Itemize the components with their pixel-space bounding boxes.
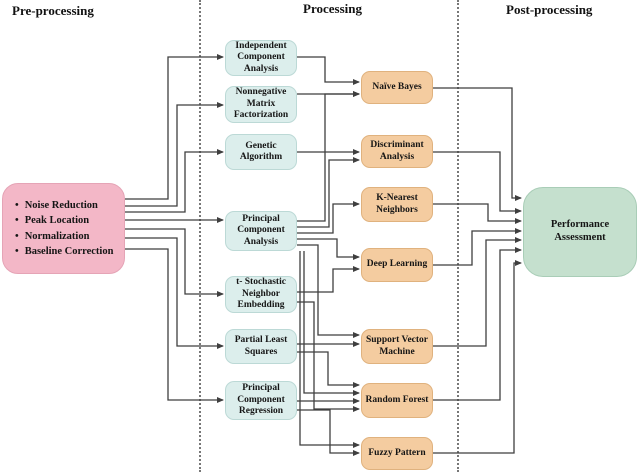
- edge-svm-pa: [433, 237, 522, 347]
- edge-pre-ga: [125, 149, 224, 213]
- edge-ica-nb: [297, 56, 360, 85]
- node-label: Partial Least Squares: [234, 335, 288, 357]
- node-genetic-algorithm: Genetic Algorithm: [225, 134, 297, 170]
- edge-dl-pa: [433, 228, 522, 266]
- edge-tsne-dl: [297, 266, 360, 293]
- edge-pre-pcr: [125, 248, 224, 403]
- node-t-stochastic-neighbor-embedding: t- Stochastic Neighbor Embedding: [225, 276, 297, 313]
- edge-pre-nmf: [125, 102, 224, 207]
- edge-rf-pa: [433, 247, 522, 401]
- edge-tsne-rf: [297, 301, 360, 412]
- node-label: Nonnegative Matrix Factorization: [233, 87, 289, 121]
- node-partial-least-squares: Partial Least Squares: [225, 329, 297, 364]
- node-label: Principal Component Regression: [237, 383, 285, 417]
- edge-pca-knn: [297, 201, 360, 234]
- list-item: Normalization: [15, 229, 113, 244]
- node-fuzzy-pattern: Fuzzy Pattern: [361, 437, 433, 470]
- edge-nb-pa: [433, 87, 522, 201]
- edge-pca-fp: [299, 251, 360, 448]
- section-header-preprocessing: Pre-processing: [12, 3, 94, 18]
- node-label: Support Vector Machine: [365, 335, 429, 357]
- dotted-separator-right: [457, 0, 459, 472]
- edge-pre-ica: [125, 54, 224, 200]
- preprocessing-list: Noise Reduction Peak Location Normalizat…: [3, 198, 117, 259]
- node-independent-component-analysis: Independent Component Analysis: [225, 40, 297, 76]
- edge-da-pa: [433, 151, 522, 214]
- edge-pca-rf: [303, 251, 360, 396]
- node-principal-component-analysis: Principal Component Analysis: [225, 211, 297, 251]
- edge-fp-pa: [433, 260, 522, 454]
- edge-pls-rf: [297, 351, 360, 388]
- edge-pca-da: [297, 157, 360, 228]
- section-header-postprocessing: Post-processing: [506, 2, 593, 17]
- node-k-nearest-neighbors: K-Nearest Neighbors: [361, 187, 433, 222]
- node-label: Discriminant Analysis: [370, 140, 424, 162]
- list-item: Baseline Correction: [15, 244, 114, 259]
- edge-pca-nb: [297, 91, 360, 222]
- list-item: Noise Reduction: [15, 198, 113, 213]
- node-label: Principal Component Analysis: [237, 213, 285, 247]
- node-label: Fuzzy Pattern: [368, 447, 426, 458]
- node-naive-bayes: Naïve Bayes: [361, 71, 433, 104]
- node-nonnegative-matrix-factorization: Nonnegative Matrix Factorization: [225, 86, 297, 123]
- node-support-vector-machine: Support Vector Machine: [361, 329, 433, 364]
- node-random-forest: Random Forest: [361, 383, 433, 418]
- section-header-processing: Processing: [303, 1, 362, 16]
- edge-pca-svm: [297, 244, 360, 338]
- dotted-separator-left: [199, 0, 201, 472]
- edge-pre-pls: [125, 237, 224, 349]
- edge-pca-dl: [297, 238, 360, 260]
- edge-pre-tsne: [125, 228, 224, 297]
- node-label: Deep Learning: [366, 259, 428, 270]
- node-label: K-Nearest Neighbors: [376, 193, 418, 215]
- node-label: Genetic Algorithm: [239, 140, 283, 162]
- node-label: Performance Assessment: [550, 219, 610, 243]
- list-item: Peak Location: [15, 213, 113, 228]
- node-deep-learning: Deep Learning: [361, 248, 433, 282]
- node-preprocessing-steps: Noise Reduction Peak Location Normalizat…: [2, 183, 125, 274]
- node-label: Independent Component Analysis: [235, 40, 287, 74]
- node-discriminant-analysis: Discriminant Analysis: [361, 135, 433, 168]
- edge-knn-pa: [433, 203, 522, 224]
- edge-pcr-fp: [297, 409, 360, 456]
- node-label: Random Forest: [365, 394, 429, 405]
- node-performance-assessment: Performance Assessment: [523, 187, 637, 277]
- node-label: t- Stochastic Neighbor Embedding: [236, 277, 286, 311]
- node-label: Naïve Bayes: [372, 81, 422, 92]
- node-principal-component-regression: Principal Component Regression: [225, 381, 297, 420]
